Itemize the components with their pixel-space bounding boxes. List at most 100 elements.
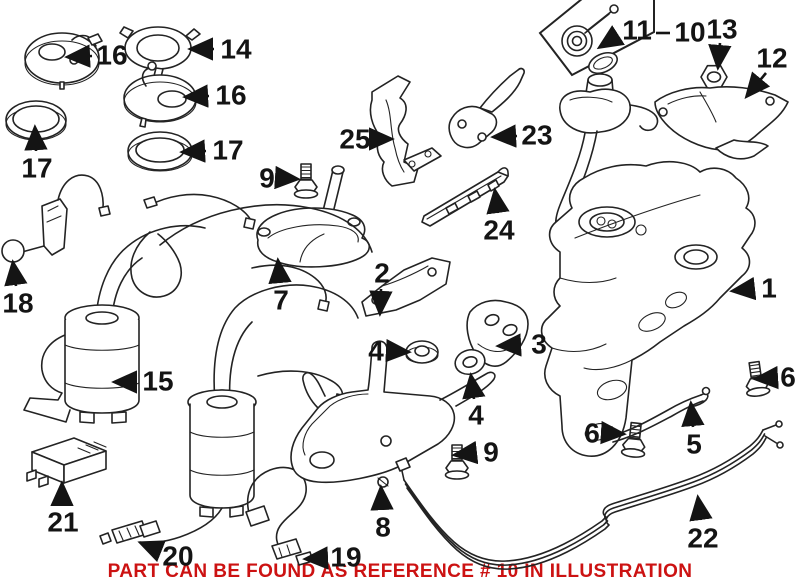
callout-24: 24 (483, 187, 515, 246)
callout-13: 13 (706, 14, 738, 71)
part-number-label: 1 (761, 273, 777, 304)
fuel-level-sender (1, 174, 111, 263)
part-number-label: 21 (47, 507, 78, 538)
mounting-rail (421, 167, 509, 227)
leader-arrow (4, 259, 28, 287)
part-number-label: 23 (521, 120, 552, 151)
leader-arrow (137, 540, 166, 563)
part-number-label: 13 (706, 14, 737, 45)
leader-arrow (689, 494, 713, 522)
callout-4: 4 (462, 372, 486, 431)
bolt-9-lower (444, 444, 470, 480)
callout-10: 10 (656, 17, 706, 48)
leader-arrow (596, 25, 625, 50)
callout-7: 7 (268, 257, 292, 316)
part-number-label: 19 (330, 542, 361, 573)
callout-8: 8 (370, 484, 394, 543)
callout-14: 14 (187, 34, 252, 65)
callout-16: 16 (64, 40, 128, 71)
callout-6: 6 (584, 418, 627, 449)
leader-arrow (274, 165, 301, 190)
leader-arrow (24, 124, 48, 152)
leader-arrow (182, 84, 210, 108)
callout-25: 25 (339, 124, 395, 155)
leader-arrow (486, 187, 510, 215)
part-number-label: 25 (339, 124, 370, 155)
callout-9: 9 (451, 437, 499, 468)
support-bracket (448, 67, 525, 149)
part-number-label: 24 (483, 215, 515, 246)
callout-22: 22 (687, 494, 719, 554)
grommet-lower (454, 348, 486, 376)
callout-1: 1 (729, 273, 777, 304)
part-number-label: 7 (273, 285, 289, 316)
callout-11: 11 (596, 15, 652, 50)
part-number-label: 22 (687, 523, 718, 554)
part-number-label: 5 (686, 429, 702, 460)
callout-17: 17 (179, 135, 244, 166)
part-number-label: 15 (142, 366, 173, 397)
callout-16: 16 (182, 80, 247, 111)
callout-6: 6 (752, 362, 796, 393)
part-number-label: 17 (21, 153, 52, 184)
part-number-label: 16 (96, 40, 127, 71)
fuel-pump-left (23, 304, 140, 424)
part-number-label: 17 (212, 135, 243, 166)
fuel-cap-inset-box (538, 0, 655, 77)
part-number-label: 18 (2, 288, 33, 319)
leader-arrow (64, 44, 93, 68)
part-number-label: 8 (375, 512, 391, 543)
leader-arrow (268, 257, 292, 285)
part-number-label: 20 (162, 541, 193, 572)
reference-note: PART CAN BE FOUND AS REFERENCE # 10 IN I… (108, 561, 693, 582)
leader-arrow (385, 339, 412, 363)
leader-arrow (451, 440, 479, 465)
part-number-label: 4 (468, 400, 484, 431)
leader-arrow (752, 365, 779, 390)
leader-arrow (369, 288, 393, 317)
part-number-label: 9 (483, 437, 499, 468)
part-number-label: 14 (220, 34, 252, 65)
part-number-label: 9 (259, 163, 275, 194)
callout-19: 19 (302, 542, 362, 573)
leader-arrow (681, 400, 705, 428)
part-number-label: 11 (622, 15, 652, 46)
callout-18: 18 (2, 259, 34, 319)
leader-arrow (729, 276, 757, 301)
callout-2: 2 (369, 258, 393, 317)
leader-arrow (708, 42, 732, 71)
leader-arrow (302, 546, 329, 570)
bolt-9-upper (293, 163, 319, 199)
callout-20: 20 (137, 540, 194, 572)
leader-arrow (600, 420, 627, 445)
callout-4: 4 (368, 336, 412, 367)
part-number-label: 12 (756, 43, 787, 74)
hex-nut (700, 64, 728, 90)
filler-neck-shield (654, 86, 789, 160)
fuel-pump-right (139, 389, 257, 544)
pump-connector (99, 520, 161, 545)
fuel-line-bundle (395, 420, 784, 570)
leader-arrow (370, 484, 394, 511)
callout-5: 5 (681, 400, 705, 460)
callout-15: 15 (111, 366, 174, 397)
part-number-label: 6 (780, 362, 796, 393)
fuel-tank (540, 160, 756, 457)
part-number-label: 16 (215, 80, 246, 111)
callout-21: 21 (47, 480, 79, 538)
part-number-label: 2 (374, 258, 390, 289)
part-number-label: 4 (368, 336, 384, 367)
fuel-pump-flange-upper (24, 32, 103, 90)
leader-arrow (495, 333, 522, 357)
leader-arrow (179, 139, 207, 163)
callout-9: 9 (259, 163, 301, 194)
tank-cradle (256, 165, 371, 268)
grommet-upper (405, 340, 439, 364)
callout-23: 23 (490, 120, 553, 151)
callout-17: 17 (21, 124, 53, 184)
part-number-label: 10 (674, 17, 705, 48)
